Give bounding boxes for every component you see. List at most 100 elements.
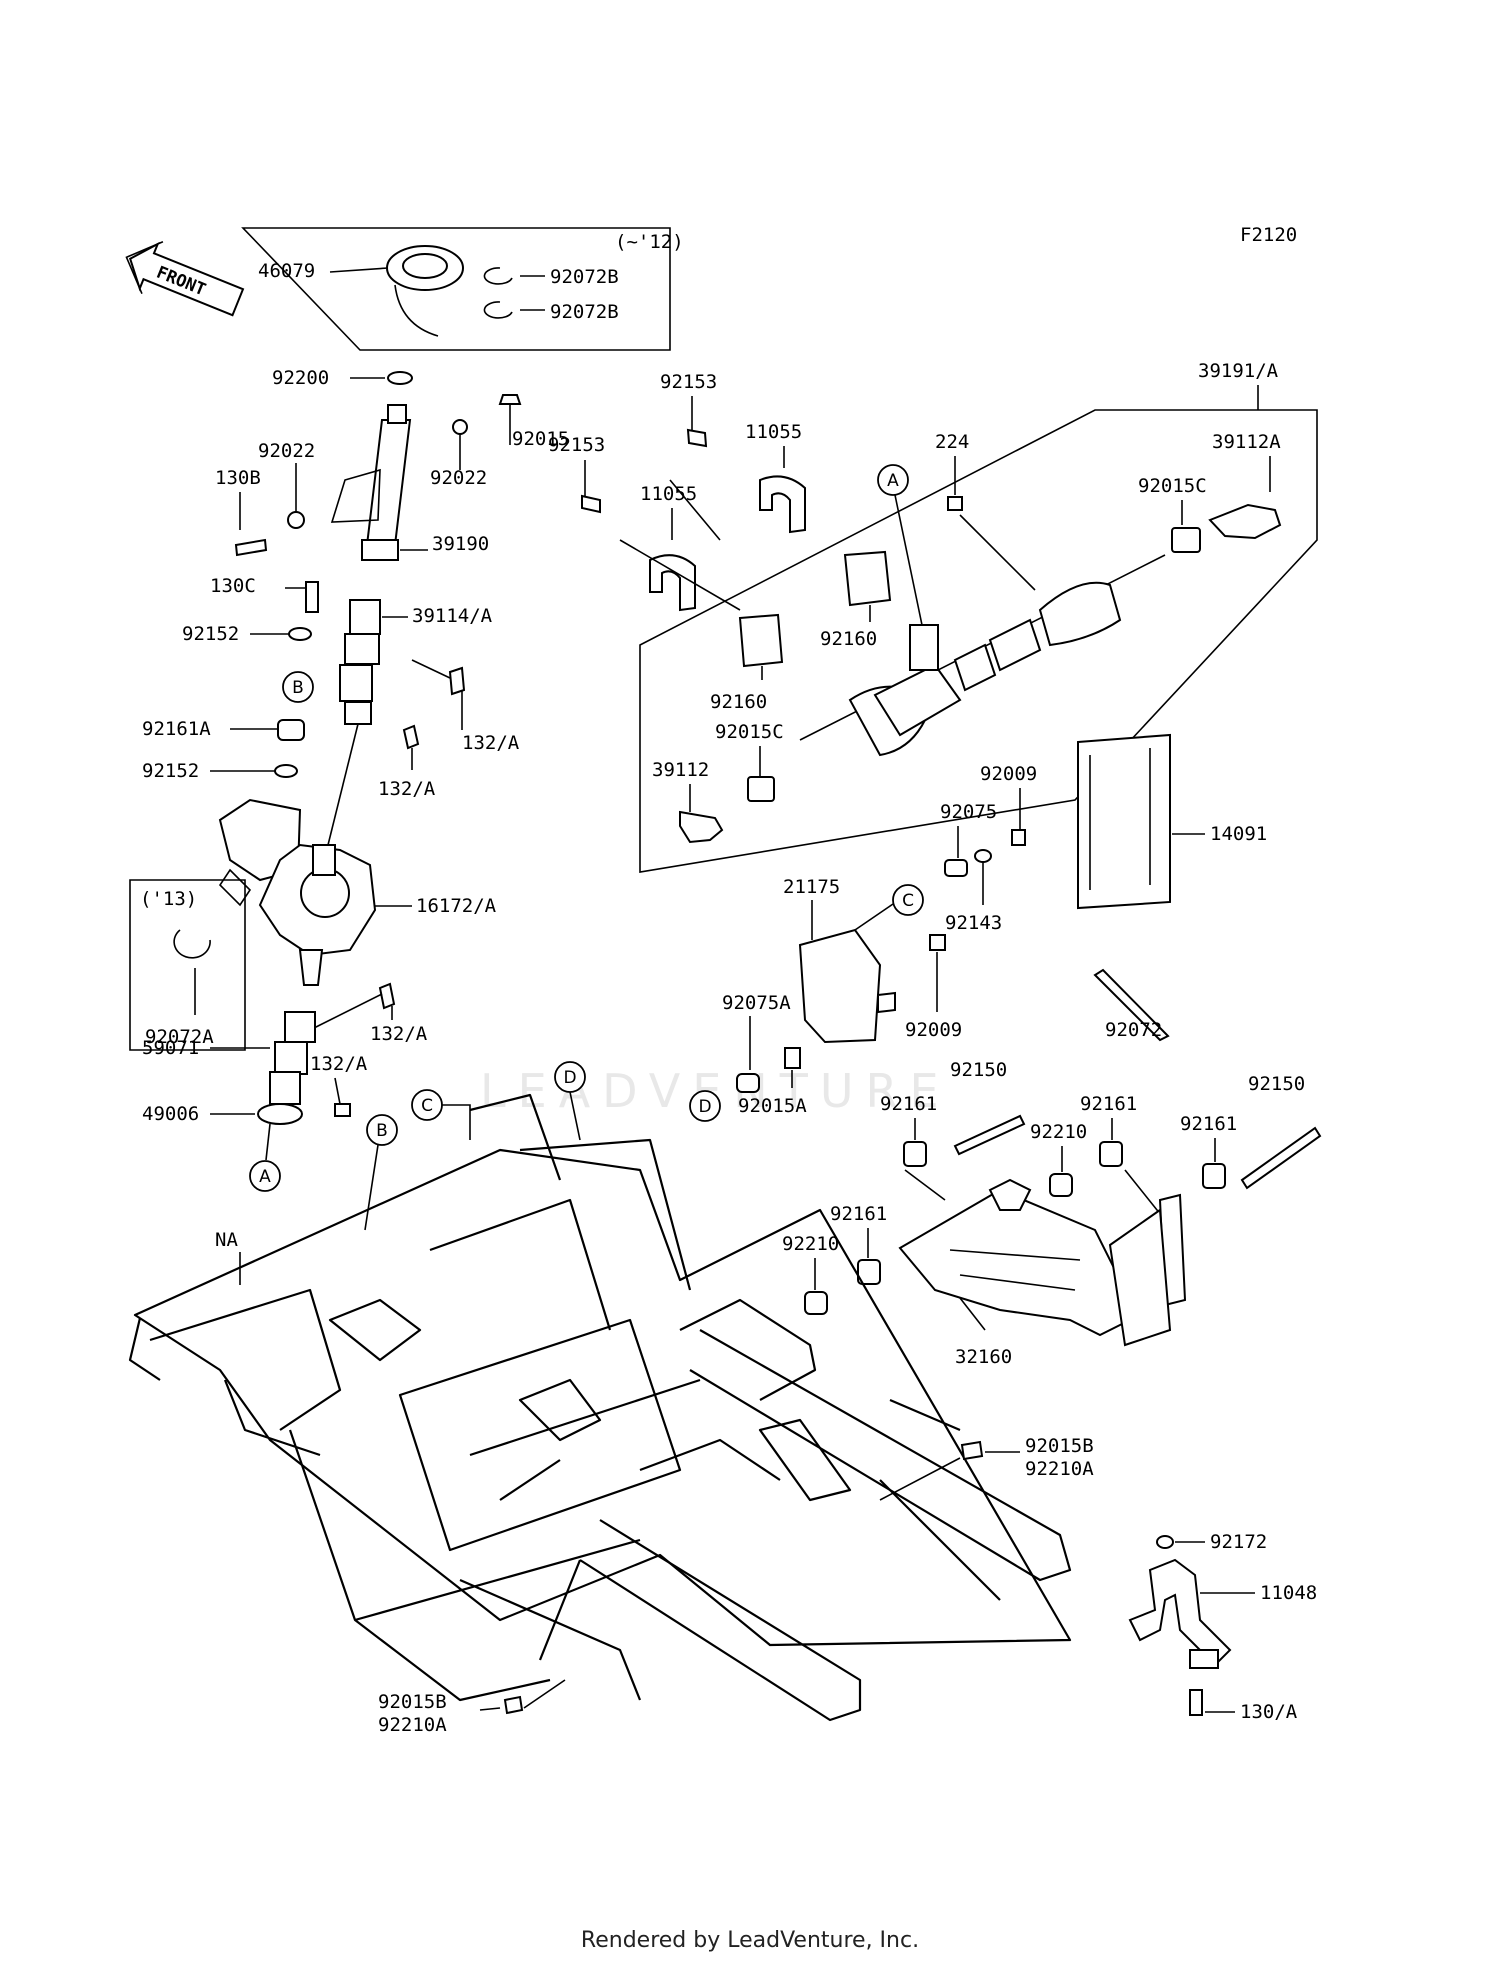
label-92210A-a: 92210A: [1025, 1458, 1094, 1480]
ref-circle-A-2: [877, 464, 909, 496]
label-92160-a: 92160: [820, 628, 877, 650]
bushing-92160-b: [738, 613, 784, 668]
label-92160-b: 92160: [710, 691, 767, 713]
label-92161-c: 92161: [1180, 1113, 1237, 1135]
label-92152-a: 92152: [182, 623, 239, 645]
label-92075: 92075: [940, 801, 997, 823]
ref-circle-B-1: [282, 671, 314, 703]
label-92022-b: 92022: [430, 467, 487, 489]
label-92015: 92015: [512, 428, 569, 450]
label-92161-d: 92161: [830, 1203, 887, 1225]
label-32160: 32160: [955, 1346, 1012, 1368]
ref-circle-A-1: [249, 1160, 281, 1192]
figure-code: F2120: [1240, 224, 1297, 246]
label-92161-b: 92161: [1080, 1093, 1137, 1115]
ref-letter-A-1: A: [259, 1167, 271, 1187]
year-group-box: [241, 227, 671, 351]
tie-rod-end-39112: [679, 810, 724, 844]
label-92015A: 92015A: [738, 1095, 807, 1117]
label-92022-a: 92022: [258, 440, 315, 462]
label-92150-a: 92150: [950, 1059, 1007, 1081]
label-16172A: 16172/A: [416, 895, 497, 917]
bolt-92150-b: [1240, 1126, 1322, 1190]
footer-credit: Rendered by LeadVenture, Inc.: [580, 1928, 920, 1953]
label-92075A: 92075A: [722, 992, 791, 1014]
ref-letter-B-1: B: [292, 678, 304, 698]
universal-joint-39114: [339, 599, 381, 725]
bushing-92015C-a: [1171, 527, 1201, 553]
clip-92072B-1: [483, 267, 513, 285]
battery-case-14091: [1077, 733, 1171, 910]
label-92210-a: 92210: [1030, 1121, 1087, 1143]
clamp-11055-b: [649, 554, 696, 612]
clip-92172: [1156, 1535, 1174, 1549]
label-132A-3: 132/A: [370, 1023, 428, 1045]
label-130A: 130/A: [1240, 1701, 1298, 1723]
label-92072B-1: 92072B: [550, 266, 619, 288]
universal-joint-59071: [269, 1011, 316, 1105]
label-39191A: 39191/A: [1198, 360, 1279, 382]
speed-sensor-46079: [386, 245, 464, 337]
label-92200: 92200: [272, 367, 329, 389]
label-92210A-b: 92210A: [378, 1714, 447, 1736]
label-92143: 92143: [945, 912, 1002, 934]
bolt-130C: [305, 581, 319, 613]
label-39112A: 39112A: [1212, 431, 1281, 453]
label-92153-b: 92153: [548, 434, 605, 456]
label-92009-a: 92009: [980, 763, 1037, 785]
label-39114A: 39114/A: [412, 605, 493, 627]
power-steering-unit-16172: [218, 798, 377, 986]
rack-group-box: [639, 409, 1318, 873]
label-92015B-a: 92015B: [1025, 1435, 1094, 1457]
label-130C: 130C: [210, 575, 256, 597]
ref-letter-C-2: C: [421, 1096, 433, 1116]
label-92150-b: 92150: [1248, 1073, 1305, 1095]
year-note-until-12: (~'12): [615, 231, 684, 253]
label-224: 224: [935, 431, 969, 453]
ref-circle-D-1: [689, 1090, 721, 1122]
label-92172: 92172: [1210, 1531, 1267, 1553]
front-arrow-icon: FRONT: [125, 241, 245, 317]
ref-letter-C-1: C: [902, 891, 914, 911]
label-92210-b: 92210: [782, 1233, 839, 1255]
label-132A-4: 132/A: [310, 1053, 368, 1075]
label-46079: 46079: [258, 260, 315, 282]
label-11055-a: 11055: [745, 421, 802, 443]
label-11055-b: 11055: [640, 483, 697, 505]
label-11048: 11048: [1260, 1582, 1317, 1604]
clamp-11055-a: [759, 475, 806, 534]
bushing-92160-a: [843, 550, 892, 607]
label-92072B-2: 92072B: [550, 301, 619, 323]
washer-92200: [387, 371, 413, 385]
label-14091: 14091: [1210, 823, 1267, 845]
label-92015C-a: 92015C: [1138, 475, 1207, 497]
vehicle-frame: [128, 1093, 1072, 1722]
bolt-130B: [234, 538, 268, 557]
ref-circle-C-1: [892, 884, 924, 916]
label-132A-2: 132/A: [378, 778, 436, 800]
label-NA: NA: [215, 1229, 238, 1251]
label-92009-b: 92009: [905, 1019, 962, 1041]
tie-rod-end-39112A: [1208, 503, 1282, 540]
label-92072A: 92072A: [145, 1026, 214, 1048]
label-39112: 39112: [652, 759, 709, 781]
bolt-130A: [1189, 1689, 1203, 1716]
label-92072: 92072: [1105, 1019, 1162, 1041]
control-unit-21175: [798, 928, 882, 1044]
steering-shaft-39190: [365, 419, 412, 546]
a-arm-32160: [898, 1178, 1187, 1347]
label-92015B-b: 92015B: [378, 1691, 447, 1713]
year-note-from-13: ('13): [140, 888, 197, 910]
label-49006: 49006: [142, 1103, 199, 1125]
label-92153-a: 92153: [660, 371, 717, 393]
label-92161-a: 92161: [880, 1093, 937, 1115]
label-130B: 130B: [215, 467, 261, 489]
bolt-92150-a: [953, 1114, 1026, 1156]
ref-letter-D-2: D: [563, 1068, 576, 1088]
steering-rack-39191: [799, 554, 1166, 757]
ref-letter-A-2: A: [887, 471, 899, 491]
ref-circle-B-2: [366, 1114, 398, 1146]
label-92161A: 92161A: [142, 718, 211, 740]
year-13-box: [129, 879, 246, 1051]
nut-92015: [498, 394, 522, 405]
